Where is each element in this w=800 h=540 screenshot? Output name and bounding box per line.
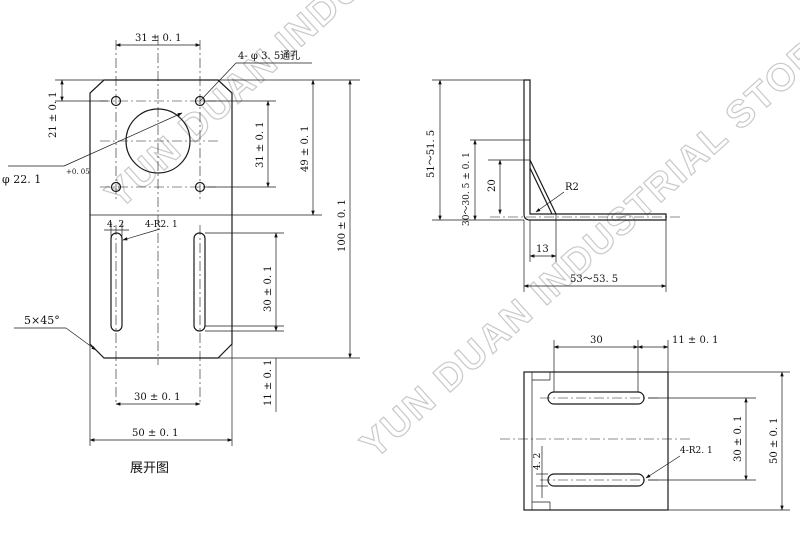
side-dim-length: 53～53. 5: [570, 274, 618, 285]
side-view-profile: [523, 79, 667, 221]
leader-bore-2: [63, 112, 183, 167]
dim-top-offset: 21 ± 0. 1: [48, 91, 59, 138]
leader-hole-note: [199, 62, 237, 102]
side-leader-r2: [535, 191, 565, 213]
side-radius: R2: [565, 182, 579, 193]
flat-view: 31 ± 0. 1 4- φ 3. 5通孔 21 ± 0. 1 φ 22. 1 …: [2, 33, 360, 476]
side-view: 51～51. 5 30～30. 5 ± 0. 1 20 R2 13 53～53.…: [426, 79, 680, 292]
slot-width: 4. 2: [107, 220, 124, 230]
slot-right: [193, 232, 206, 332]
top-dim-11: 11 ± 0. 1: [672, 335, 719, 346]
dim-bottom: 11 ± 0. 1: [263, 359, 274, 406]
top-dim-30: 30: [590, 335, 603, 346]
slot-left: [110, 232, 123, 332]
top-leader-slot-note: [645, 455, 681, 479]
dim-49: 49 ± 0. 1: [300, 125, 311, 172]
chamfer-note: 5×45°: [24, 314, 60, 327]
dim-hole-vertical: 31 ± 0. 1: [255, 121, 266, 168]
top-view: 30 11 ± 0. 1 30 ± 0. 1 50 ± 0. 1 4. 2 4-…: [500, 335, 790, 511]
leader-chamfer-2: [65, 327, 97, 351]
bore-tolerance: +0. 05: [66, 168, 90, 176]
top-dim-slot-spacing: 30 ± 0. 1: [733, 415, 744, 462]
side-view-gusset: [529, 159, 557, 215]
top-view-outline: [523, 371, 669, 511]
slot-note: 4-R2. 1: [145, 220, 178, 230]
top-dim-width: 50 ± 0. 1: [769, 417, 780, 464]
side-view-gusset-2: [529, 167, 553, 215]
side-dim-13: 13: [536, 244, 549, 255]
dim-width: 50 ± 0. 1: [132, 428, 179, 439]
watermark: YUN DUAN INDUSTRIAL STORE YUN DUAN INDUS…: [97, 0, 800, 467]
top-slot-note: 4-R2. 1: [680, 446, 713, 456]
leader-slot-note: [122, 228, 161, 241]
side-dim-inner: 30～30. 5 ± 0. 1: [462, 152, 472, 226]
hole-note: 4- φ 3. 5通孔: [238, 50, 300, 62]
dim-total-height: 100 ± 0. 1: [337, 199, 348, 252]
bore-diameter: φ 22. 1: [2, 173, 41, 186]
dim-slot-spacing: 30 ± 0. 1: [134, 392, 181, 403]
top-slot-width: 4. 2: [533, 453, 543, 470]
watermark-text-2: YUN DUAN INDUSTRIAL STORE: [353, 13, 800, 467]
dim-holes-top: 31 ± 0. 1: [135, 33, 182, 44]
side-dim-20: 20: [487, 179, 498, 192]
flat-view-caption: 展开图: [130, 461, 169, 476]
dim-slot-length: 30 ± 0. 1: [263, 265, 274, 312]
side-dim-height: 51～51. 5: [426, 130, 437, 178]
